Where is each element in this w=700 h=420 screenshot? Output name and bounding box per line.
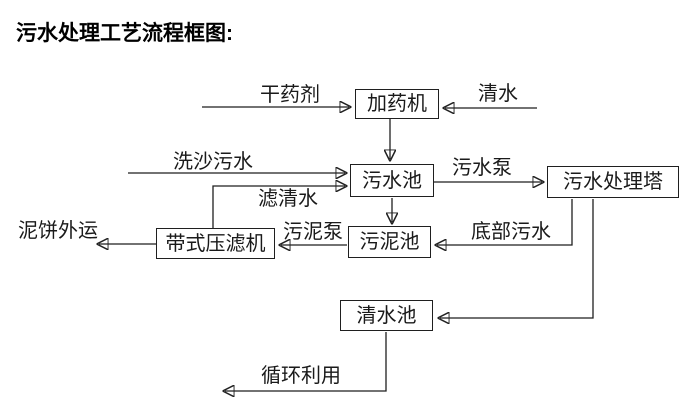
node-belt-filter-press: 带式压滤机 [156, 228, 275, 259]
edge-bottom-sewage-line [437, 199, 573, 245]
edge-recycle-line [225, 332, 387, 391]
label-filtered-water: 滤清水 [258, 188, 318, 210]
node-treatment-tower: 污水处理塔 [547, 166, 679, 198]
label-clear-water: 清水 [478, 83, 518, 105]
label-bottom-sewage: 底部污水 [471, 221, 551, 243]
label-sand-washing-sewage: 洗沙污水 [173, 151, 253, 173]
edge-filtered-water-line [212, 186, 345, 228]
diagram-title: 污水处理工艺流程框图: [16, 22, 233, 45]
node-sludge-pool: 污泥池 [348, 226, 431, 258]
label-sludge-pump: 污泥泵 [283, 221, 343, 243]
node-sewage-pool: 污水池 [350, 164, 434, 197]
edge-tower-to-clear-water-pool-line [440, 199, 594, 318]
label-mud-cake-out: 泥饼外运 [18, 220, 98, 242]
label-sewage-pump: 污水泵 [452, 157, 512, 179]
label-recycle: 循环利用 [261, 365, 341, 387]
node-clear-water-pool: 清水池 [340, 300, 433, 331]
label-dry-agent: 干药剂 [260, 84, 320, 106]
node-dosing-machine: 加药机 [355, 89, 439, 119]
